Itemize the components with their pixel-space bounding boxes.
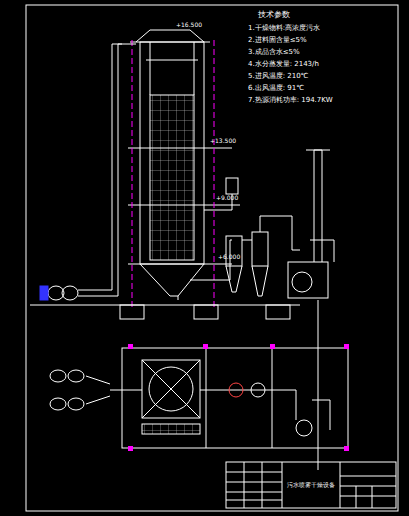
- product-duct: [178, 240, 232, 300]
- cyclone-plan: [251, 383, 265, 397]
- feed-tank: [226, 178, 238, 194]
- tower-plan: [142, 360, 200, 418]
- elevation-mark: +13.500: [210, 138, 236, 145]
- platform: [128, 148, 240, 264]
- plan-duct: [296, 390, 330, 430]
- plan-duct: [110, 390, 296, 391]
- tower-plan: [142, 360, 200, 418]
- title-block: [226, 462, 396, 508]
- spec-note: 7.热源消耗功率: 194.7KW: [248, 96, 333, 104]
- spec-note: 2.进料固含量≤5%: [248, 36, 307, 44]
- spec-note: 5.进风温度: 210℃: [248, 72, 308, 80]
- spec-note: 4.水分蒸发量: 2143/h: [248, 60, 319, 68]
- fan-wheel: [292, 272, 312, 292]
- heater: [48, 286, 64, 300]
- tower-inner: [150, 95, 194, 260]
- fan-inlet: [40, 286, 48, 300]
- cyclone-cone: [226, 266, 242, 292]
- heater-plan: [68, 398, 84, 410]
- drawing-title: 污水喷雾干燥设备: [287, 481, 335, 490]
- stair: [142, 424, 200, 434]
- tower-roof: [130, 30, 210, 42]
- heater-plan: [68, 370, 84, 382]
- spec-note: 6.出风温度: 91℃: [248, 84, 304, 92]
- tower-body: [140, 42, 204, 264]
- column: [132, 40, 214, 310]
- ground-line: [30, 305, 300, 306]
- heater-plan: [50, 398, 66, 410]
- foundation: [266, 305, 290, 319]
- stack: [306, 150, 330, 262]
- spec-note: 1.干燥物料:高浓度污水: [248, 24, 320, 32]
- cyclone-plan: [229, 383, 243, 397]
- distributor: [146, 42, 198, 95]
- leader: [318, 300, 319, 470]
- spec-note: 3.成品含水≤5%: [248, 48, 300, 56]
- plan-duct: [86, 376, 110, 404]
- plan-divider: [206, 348, 272, 448]
- title-grid: [226, 462, 396, 508]
- fan-plan: [296, 420, 312, 436]
- frame: [26, 5, 398, 511]
- scrubber: [310, 240, 334, 262]
- elevation-mark: +16.500: [176, 22, 202, 29]
- elevation-mark: +9.000: [216, 195, 238, 202]
- cyclone: [252, 232, 268, 266]
- plan-outline: [122, 348, 348, 448]
- elevation-mark: +6.000: [218, 254, 240, 261]
- cyclone-cone: [252, 266, 268, 296]
- hot-air-duct: [78, 44, 136, 296]
- column-mark: [128, 344, 349, 451]
- title-cell: 污水喷雾干燥设备: [282, 462, 340, 508]
- spec-note: 技术参数: [258, 10, 290, 19]
- foundation: [194, 305, 218, 319]
- heater-plan: [50, 370, 66, 382]
- exhaust-duct: [242, 216, 300, 250]
- exhaust-fan: [288, 262, 328, 298]
- cyclone: [226, 236, 242, 266]
- foundation: [120, 305, 144, 319]
